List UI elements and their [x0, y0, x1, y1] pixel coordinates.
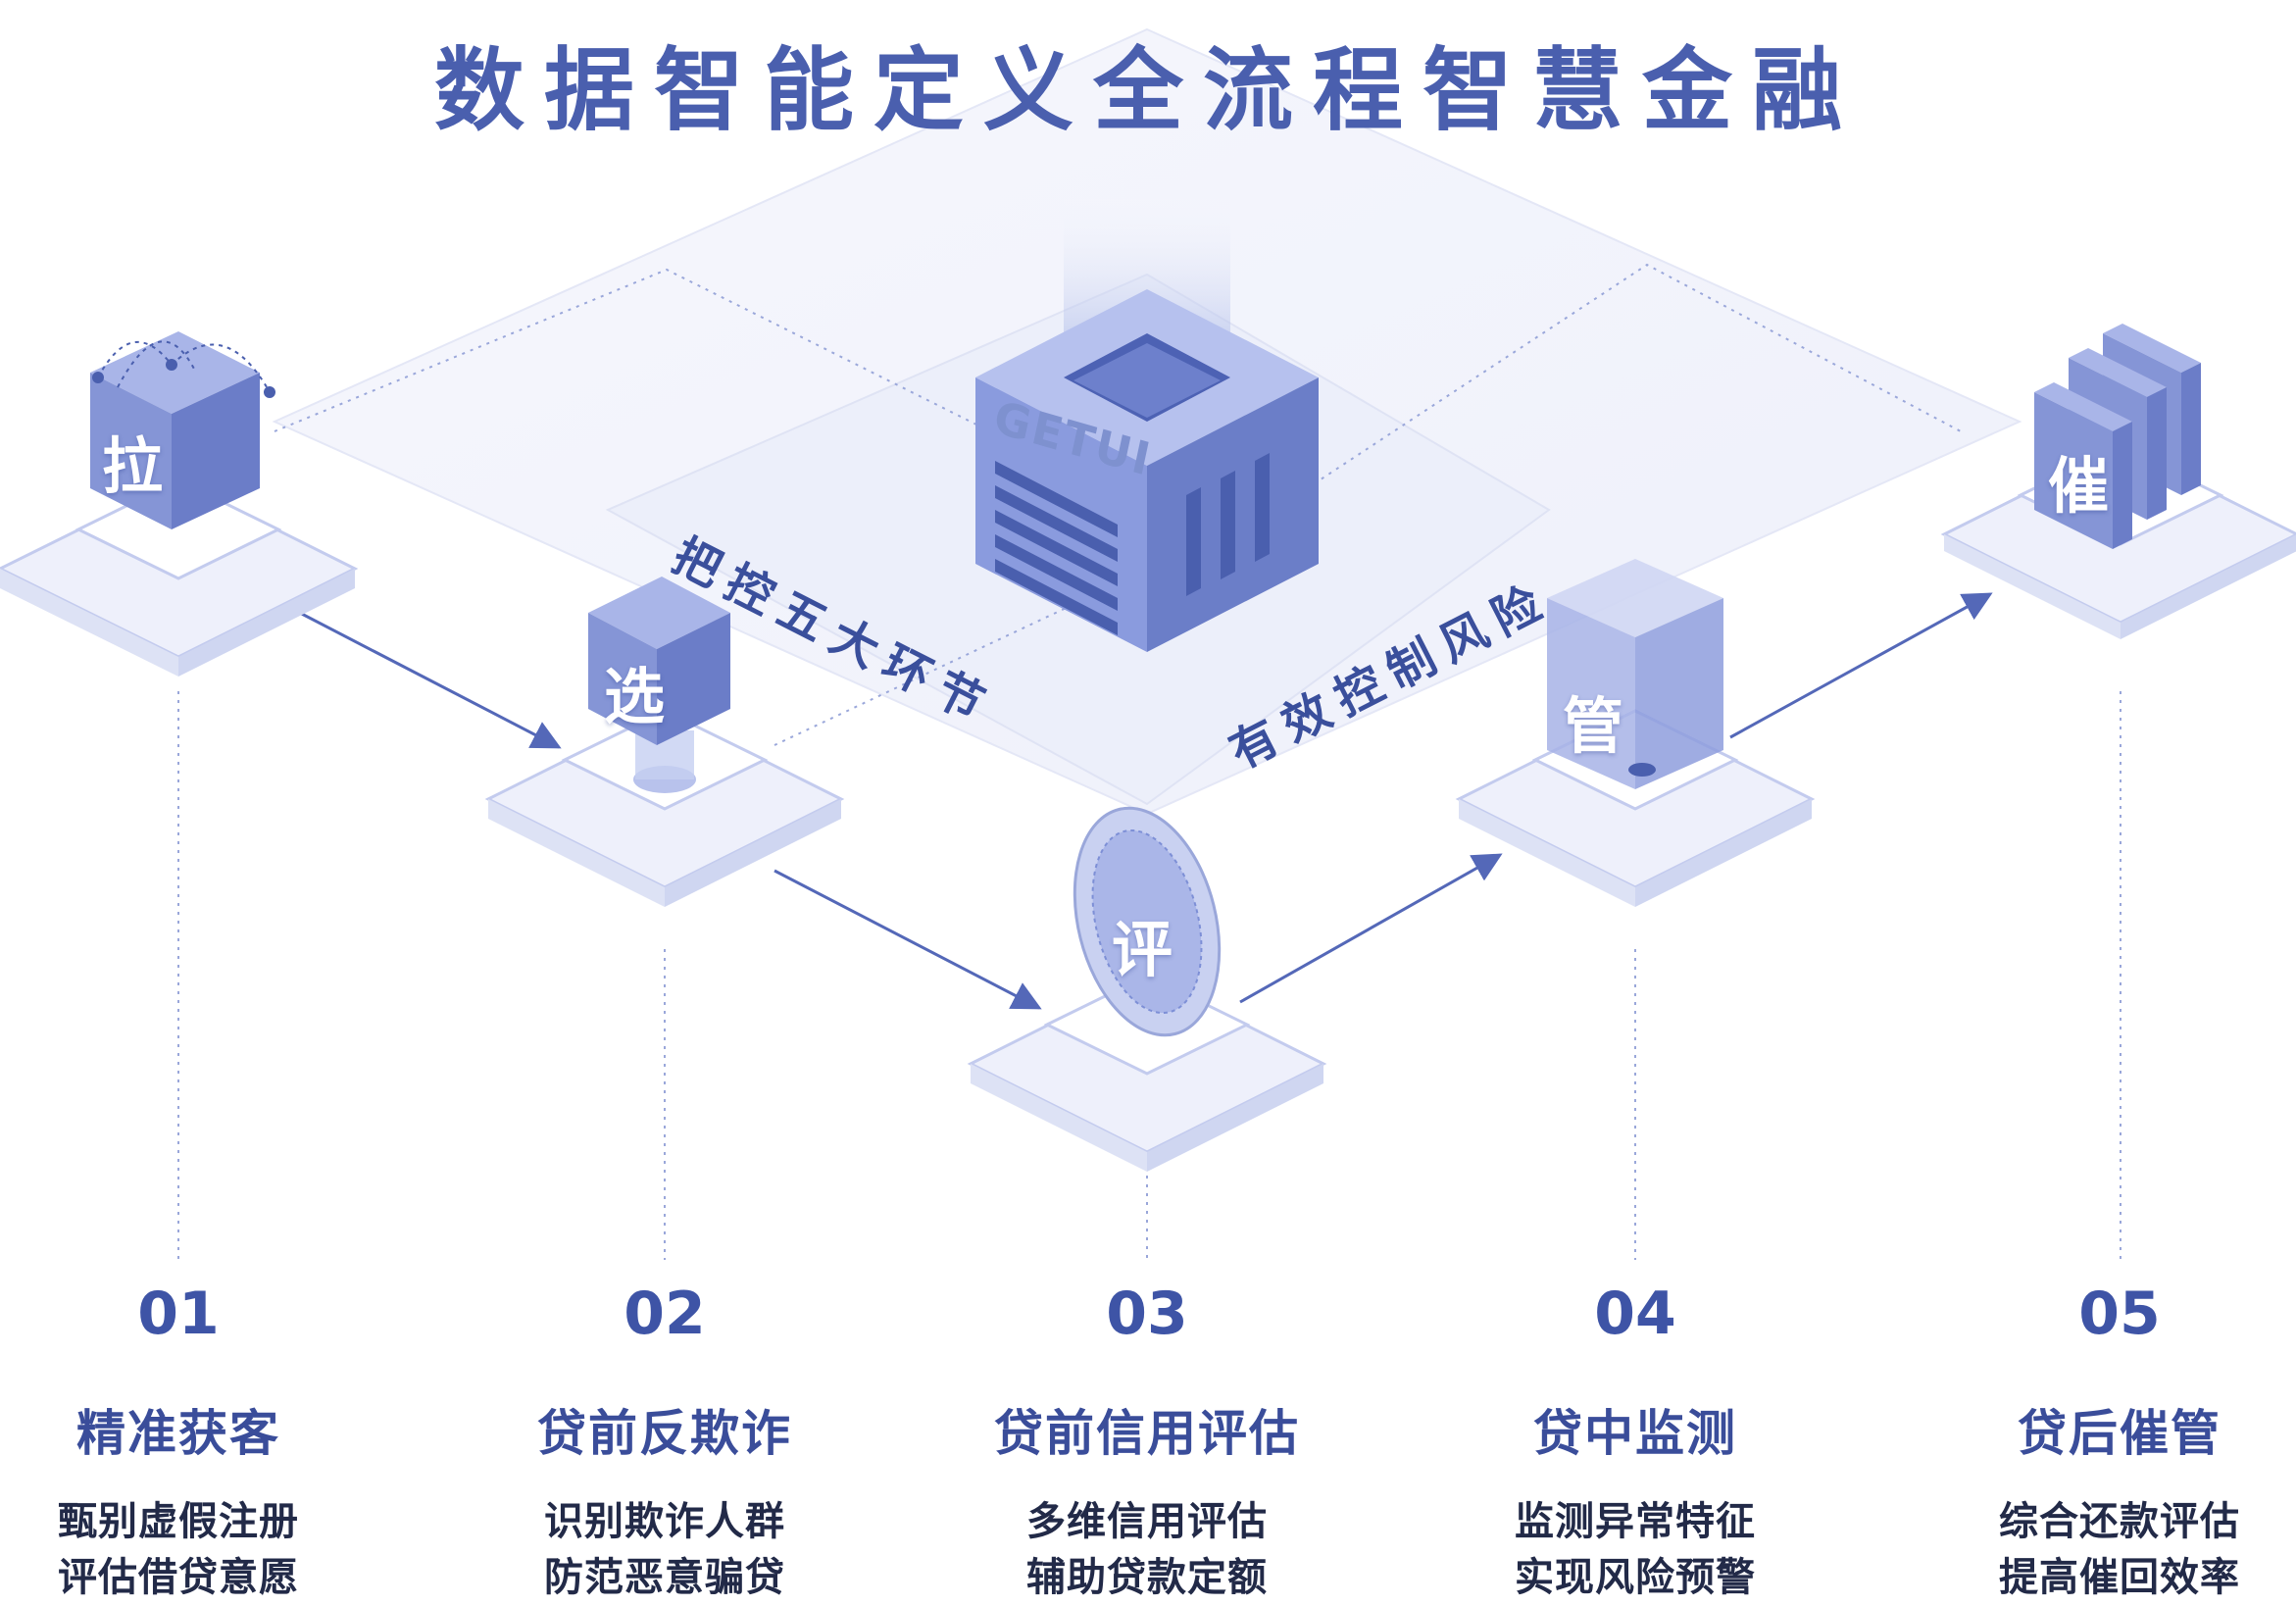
stage-description: 多维信用评估 辅助贷款定额 [971, 1494, 1323, 1606]
stage-name: 贷前信用评估 [994, 1405, 1300, 1462]
stage-number: 01 [137, 1280, 220, 1348]
stage-name: 贷后催管 [2018, 1405, 2221, 1462]
stage-number: 04 [1594, 1280, 1676, 1348]
stage-name: 贷中监测 [1533, 1405, 1737, 1462]
stage-desc-line-2: 辅助贷款定额 [1026, 1555, 1268, 1600]
cube-label-4: 管 [1562, 690, 1623, 762]
stage-04: 04 贷中监测 监测异常特征 实现风险预警 [1459, 1284, 1812, 1606]
dotted-guide-right [774, 263, 1962, 746]
evaluate-coin-icon [967, 806, 1327, 1172]
stage-name: 贷前反欺诈 [537, 1405, 792, 1462]
stage-description: 甄别虚假注册 评估借贷意愿 [2, 1494, 355, 1606]
stage-desc-line-2: 提高催回效率 [1999, 1555, 2240, 1600]
stage-02: 02 贷前反欺诈 识别欺诈人群 防范恶意骗贷 [488, 1284, 841, 1606]
stage-desc-line-1: 监测异常特征 [1515, 1499, 1756, 1544]
stage-desc-line-2: 评估借贷意愿 [58, 1555, 299, 1600]
stage-description: 识别欺诈人群 防范恶意骗贷 [488, 1494, 841, 1606]
flow-arrow-3 [1239, 853, 1503, 1004]
cube-label-3: 评 [1111, 914, 1173, 985]
stage-number: 03 [1106, 1280, 1188, 1348]
stage-desc-line-1: 识别欺诈人群 [544, 1499, 785, 1544]
stage-desc-line-1: 综合还款评估 [1999, 1499, 2240, 1544]
stage-desc-line-1: 多维信用评估 [1026, 1499, 1268, 1544]
stage-desc-line-1: 甄别虚假注册 [58, 1499, 299, 1544]
flow-arrow-4 [1729, 592, 1993, 739]
cube-label-2: 选 [603, 661, 665, 732]
cube-label-5: 催 [2047, 450, 2109, 522]
collect-cubes-icon [1940, 324, 2296, 639]
flow-arrow-1 [293, 608, 562, 749]
stage-01: 01 精准获客 甄别虚假注册 评估借贷意愿 [2, 1284, 355, 1606]
stage-number: 05 [2078, 1280, 2161, 1348]
cube-label-1: 拉 [101, 430, 163, 502]
diagram-title: 数据智能定义全流程智慧金融 [433, 38, 1862, 143]
stage-description: 监测异常特征 实现风险预警 [1459, 1494, 1812, 1606]
stage-desc-line-2: 防范恶意骗贷 [544, 1555, 785, 1600]
stage-number: 02 [624, 1280, 706, 1348]
stage-description: 综合还款评估 提高催回效率 [1943, 1494, 2296, 1606]
pull-cube-icon [0, 331, 359, 677]
dotted-guide-left [274, 268, 1148, 511]
stage-05: 05 贷后催管 综合还款评估 提高催回效率 [1943, 1284, 2296, 1606]
stage-03: 03 贷前信用评估 多维信用评估 辅助贷款定额 [971, 1284, 1323, 1606]
manage-cube-icon [1455, 559, 1816, 907]
stage-name: 精准获客 [76, 1405, 280, 1462]
flow-arrow-2 [774, 869, 1042, 1010]
getui-server-cube-icon [975, 289, 1319, 652]
stage-desc-line-2: 实现风险预警 [1515, 1555, 1756, 1600]
select-cube-icon [484, 577, 845, 907]
